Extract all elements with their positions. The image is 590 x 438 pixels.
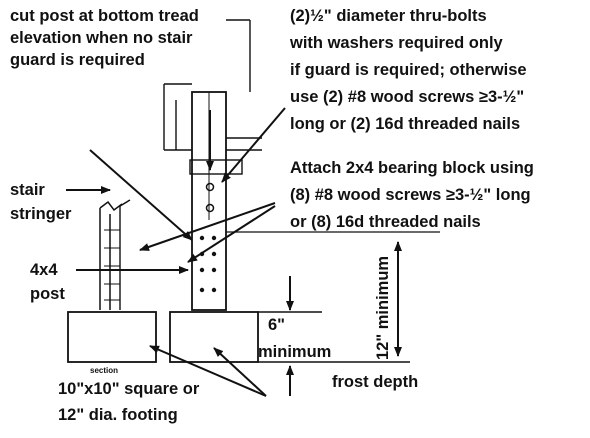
label-footing: 10"x10" square or 12" dia. footing <box>58 380 200 424</box>
label-bearing-block: Attach 2x4 bearing block using (8) #8 wo… <box>290 159 534 231</box>
stringer-line-2: stringer <box>10 205 72 223</box>
bolts-line-1: (2)½" diameter thru-bolts <box>290 7 487 25</box>
post-line-2: post <box>30 285 65 303</box>
footing-line-2: 12" dia. footing <box>58 406 178 424</box>
label-thru-bolts: (2)½" diameter thru-bolts with washers r… <box>289 7 527 133</box>
arrows <box>66 107 402 397</box>
post-line-1: 4x4 <box>30 261 58 279</box>
section-label: section <box>90 366 118 375</box>
label-post: 4x4 post <box>30 261 65 303</box>
twelve-minimum-label: 12" minimum <box>374 256 392 360</box>
six-inch-label: 6" <box>268 316 285 334</box>
label-cut-post: cut post at bottom tread elevation when … <box>10 7 199 69</box>
cut-post-line-2: elevation when no stair <box>10 29 193 47</box>
bearing-line-2: (8) #8 wood screws ≥3-½" long <box>290 186 531 204</box>
footing-line-1: 10"x10" square or <box>58 380 200 398</box>
bolts-line-3: if guard is required; otherwise <box>290 61 527 79</box>
bolts-line-5: long or (2) 16d threaded nails <box>290 115 520 133</box>
stringer-line-1: stair <box>10 181 45 199</box>
bearing-line-1: Attach 2x4 bearing block using <box>290 159 534 177</box>
bearing-line-3: or (8) 16d threaded nails <box>290 213 481 231</box>
footing-left <box>67 311 157 363</box>
cut-post-line-3: guard is required <box>10 51 145 69</box>
frost-depth-label: frost depth <box>332 373 418 391</box>
minimum-label: minimum <box>258 343 331 361</box>
bolts-line-4: use (2) #8 wood screws ≥3-½" <box>290 88 524 106</box>
cut-post-line-1: cut post at bottom tread <box>10 7 199 25</box>
bolts-line-2: with washers required only <box>289 34 504 52</box>
label-six-minimum: 6" minimum <box>258 316 331 361</box>
label-stair-stringer: stair stringer <box>10 181 72 223</box>
footing-right <box>169 311 259 363</box>
